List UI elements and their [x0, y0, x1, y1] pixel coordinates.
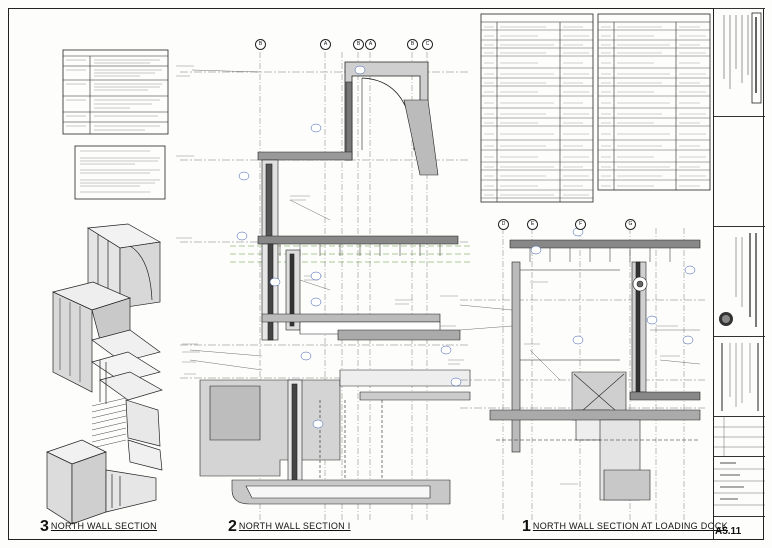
view-number-3: 3 — [40, 518, 49, 535]
grid-bubble: B — [407, 39, 418, 50]
grid-bubble: E — [527, 219, 538, 230]
grid-bubble: F — [575, 219, 586, 230]
annotation-text-lines — [176, 65, 680, 485]
title-block-owner — [714, 226, 765, 336]
callout-tags — [236, 65, 696, 429]
title-block-project — [714, 336, 765, 416]
keynote-table-2 — [597, 13, 711, 191]
owner-seal-graphic — [719, 233, 757, 327]
view-number-1: 1 — [522, 518, 531, 535]
architect-info-graphic — [723, 12, 762, 104]
annotation-leaders — [189, 69, 701, 381]
title-block-architect — [714, 8, 765, 116]
grid-bubble: D — [498, 219, 509, 230]
north-wall-section-1-loading-dock — [460, 228, 705, 520]
wall-notes-box — [74, 145, 166, 200]
view-name-3: NORTH WALL SECTION — [50, 521, 157, 531]
general-notes-table — [62, 49, 169, 135]
grid-bubble: B — [353, 39, 364, 50]
sheet-number: A5.11 — [715, 526, 742, 537]
isometric-wall-section — [46, 223, 163, 525]
north-wall-section-2 — [180, 52, 471, 520]
title-block-blank — [714, 116, 765, 226]
grid-bubble: C — [422, 39, 433, 50]
grid-bubble: A — [365, 39, 376, 50]
grid-bubble: G — [625, 219, 636, 230]
title-block-sheet — [714, 516, 765, 540]
grid-bubble: B — [255, 39, 266, 50]
view-name-1: NORTH WALL SECTION AT LOADING DOCK — [532, 521, 728, 531]
view-name-2: NORTH WALL SECTION I — [238, 521, 351, 531]
title-block-revisions — [714, 416, 765, 457]
sheet-border — [8, 8, 764, 540]
revision-lines-graphic — [714, 417, 765, 457]
title-block — [713, 8, 765, 540]
view-number-2: 2 — [228, 518, 237, 535]
grid-bubble: A — [320, 39, 331, 50]
issue-lines-graphic — [714, 462, 765, 506]
project-info-graphic — [721, 343, 759, 411]
keynote-rows — [481, 26, 710, 199]
title-block-issue — [714, 456, 765, 516]
